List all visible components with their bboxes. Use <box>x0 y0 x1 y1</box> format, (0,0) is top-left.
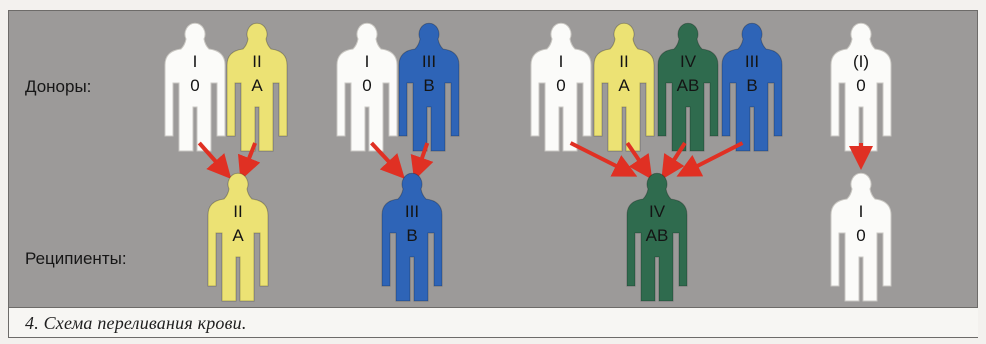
roman-numeral-label: I <box>859 202 864 221</box>
transfusion-arrow <box>569 141 638 177</box>
blood-type-label: AB <box>646 226 669 245</box>
donors-label: Доноры: <box>25 77 92 96</box>
donor-figure: I0 <box>336 22 398 152</box>
blood-type-label: 0 <box>856 76 865 95</box>
blood-type-label: A <box>618 76 630 95</box>
person-silhouette <box>530 22 592 152</box>
transfusion-arrow <box>237 142 261 181</box>
roman-numeral-label: III <box>745 52 759 71</box>
transfusion-arrow <box>370 141 405 179</box>
transfusion-arrow <box>625 141 653 180</box>
recipient-figure: IV AB <box>626 172 688 302</box>
person-silhouette <box>398 22 460 152</box>
roman-numeral-label: II <box>233 202 242 221</box>
person-silhouette <box>721 22 783 152</box>
donor-figure: I0 <box>164 22 226 152</box>
donor-figure: II A <box>226 22 288 152</box>
transfusion-arrow <box>676 141 744 177</box>
blood-type-label: 0 <box>556 76 565 95</box>
person-silhouette <box>657 22 719 152</box>
person-silhouette <box>626 172 688 302</box>
person-silhouette <box>336 22 398 152</box>
donor-figure: I0 <box>530 22 592 152</box>
person-silhouette <box>830 172 892 302</box>
roman-numeral-label: II <box>619 52 628 71</box>
roman-numeral-label: II <box>252 52 261 71</box>
blood-type-label: AB <box>677 76 700 95</box>
person-silhouette <box>593 22 655 152</box>
roman-numeral-label: III <box>422 52 436 71</box>
figure-caption: 4. Схема переливания крови. <box>25 313 247 333</box>
caption-bar: 4. Схема переливания крови. <box>8 308 978 338</box>
person-silhouette <box>381 172 443 302</box>
transfusion-arrow <box>661 141 687 180</box>
recipient-figure: I0 <box>830 172 892 302</box>
blood-type-label: B <box>423 76 434 95</box>
transfusion-scheme: I0IIAIIAI0IIIBIIIBI0IIAIVABIIIBIVAB(I)0I… <box>164 22 892 302</box>
blood-type-label: A <box>251 76 263 95</box>
blood-type-label: A <box>232 226 244 245</box>
person-silhouette <box>164 22 226 152</box>
blood-type-label: B <box>746 76 757 95</box>
donor-figure: IV AB <box>657 22 719 152</box>
donor-figure: II A <box>593 22 655 152</box>
blood-type-label: B <box>406 226 417 245</box>
roman-numeral-label: (I) <box>853 52 869 71</box>
recipient-figure: II A <box>207 172 269 302</box>
person-silhouette <box>830 22 892 152</box>
person-silhouette <box>226 22 288 152</box>
roman-numeral-label: I <box>365 52 370 71</box>
blood-type-label: 0 <box>190 76 199 95</box>
transfusion-arrow <box>410 142 434 181</box>
roman-numeral-label: I <box>559 52 564 71</box>
roman-numeral-label: III <box>405 202 419 221</box>
person-silhouette <box>207 172 269 302</box>
transfusion-arrow <box>197 141 232 179</box>
recipients-label: Реципиенты: <box>25 249 127 268</box>
blood-type-label: 0 <box>362 76 371 95</box>
recipient-figure: III B <box>381 172 443 302</box>
roman-numeral-label: I <box>193 52 198 71</box>
donor-figure: (I) 0 <box>830 22 892 152</box>
blood-type-label: 0 <box>856 226 865 245</box>
roman-numeral-label: IV <box>649 202 666 221</box>
donor-figure: III B <box>398 22 460 152</box>
donor-figure: III B <box>721 22 783 152</box>
roman-numeral-label: IV <box>680 52 697 71</box>
